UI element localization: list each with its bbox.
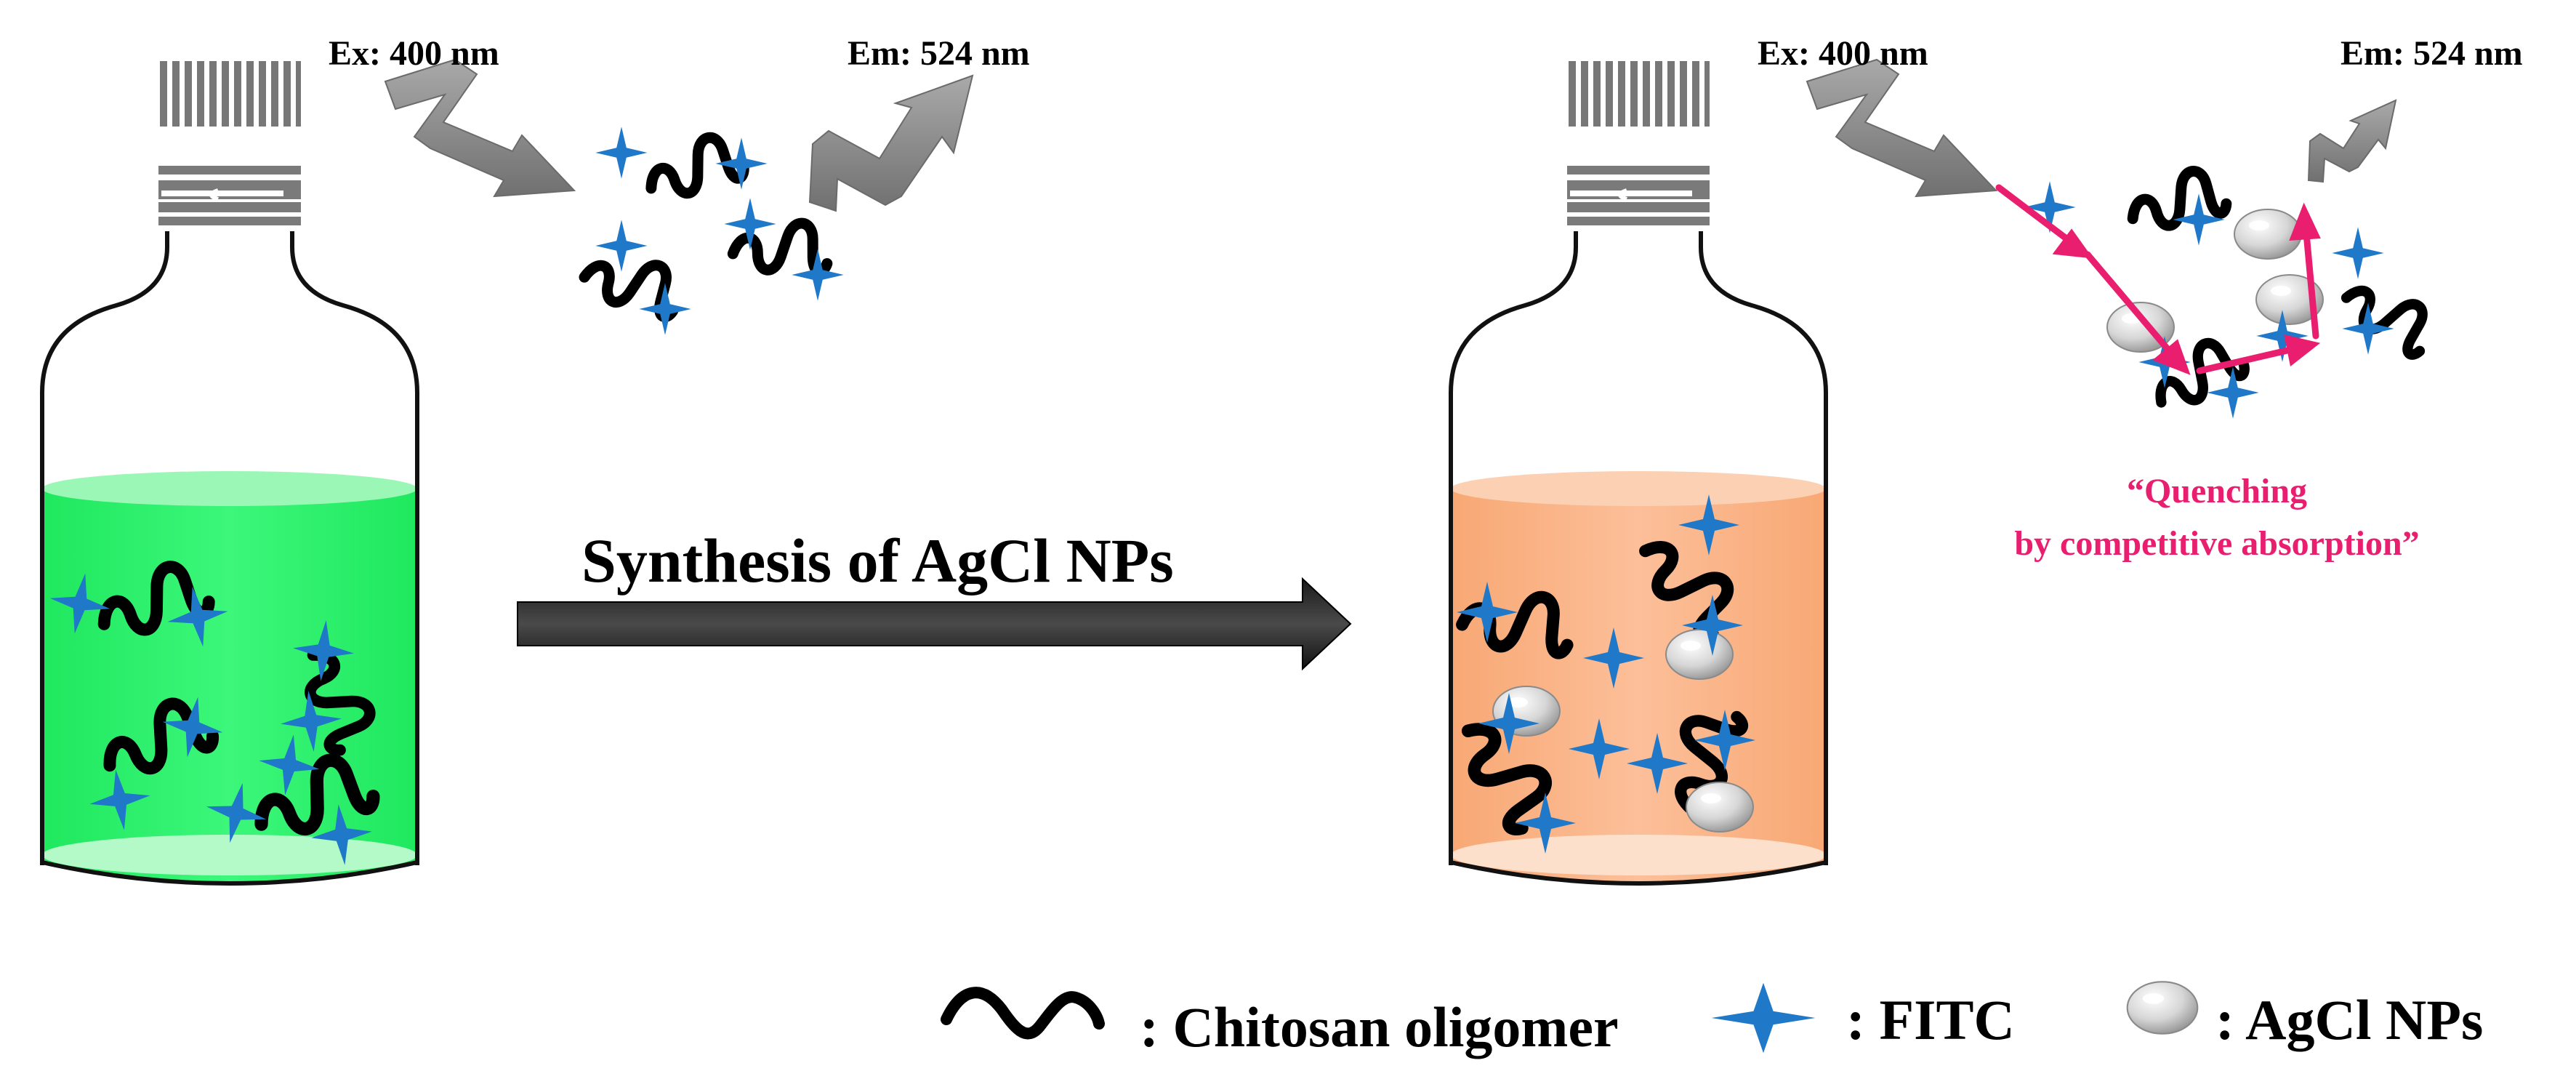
fitc-star-icon <box>2207 366 2259 419</box>
agcl-particle-icon <box>1665 629 1734 680</box>
agcl-particle-icon <box>1686 782 1754 833</box>
process-arrow-icon <box>517 577 1352 671</box>
legend-agcl-label: : AgCl NPs <box>2215 988 2484 1051</box>
legend <box>941 981 2199 1054</box>
quenching-note: “Quenching by competitive absorption” <box>1919 465 2515 570</box>
right-free-cluster <box>2024 169 2442 419</box>
quench-arrow-segment <box>2084 251 2180 363</box>
excitation-arrow-icon <box>1806 58 1998 198</box>
quench-arrow-segment <box>1995 184 2080 249</box>
quench-arrowhead-icon <box>2152 339 2191 375</box>
quench-arrow-segment <box>2302 222 2319 340</box>
left-emission-label: Em: 524 nm <box>848 34 1030 73</box>
fitc-star-icon <box>639 283 691 335</box>
left-bottle <box>42 61 417 886</box>
emission-arrow-icon <box>2307 99 2397 183</box>
quench-arrowhead-icon <box>2289 202 2321 241</box>
quench-arrowhead-icon <box>2052 228 2093 259</box>
legend-chitosan-label: : Chitosan oligomer <box>1140 995 1619 1059</box>
left-free-molecules <box>580 127 844 335</box>
quench-arrowhead-icon <box>2284 334 2321 367</box>
fitc-star-icon <box>595 127 648 179</box>
fitc-star-icon <box>724 198 776 250</box>
quenching-path <box>1995 184 2321 375</box>
left-excitation-label: Ex: 400 nm <box>329 34 499 73</box>
agcl-particle-icon <box>2234 209 2302 260</box>
agcl-particle-icon <box>2126 981 2199 1035</box>
process-arrow-label: Synthesis of AgCl NPs <box>581 526 1174 595</box>
legend-fitc-label: : FITC <box>1846 988 2015 1051</box>
quenching-note-line2: by competitive absorption” <box>2014 524 2420 563</box>
fitc-star-icon <box>1711 982 1816 1054</box>
fitc-star-icon <box>792 249 844 301</box>
emission-arrow-icon <box>808 74 974 212</box>
chitosan-oligomer-icon <box>2340 267 2442 363</box>
right-bottle <box>1451 61 1826 886</box>
fitc-star-icon <box>2342 302 2394 355</box>
excitation-arrow-icon <box>384 58 576 198</box>
quenching-note-line1: “Quenching <box>2126 472 2308 510</box>
right-emission-label: Em: 524 nm <box>2340 34 2523 73</box>
right-excitation-label: Ex: 400 nm <box>1758 34 1928 73</box>
fitc-star-icon <box>2332 227 2384 279</box>
chitosan-oligomer-icon <box>941 987 1105 1040</box>
quench-arrow-segment <box>2196 344 2303 374</box>
